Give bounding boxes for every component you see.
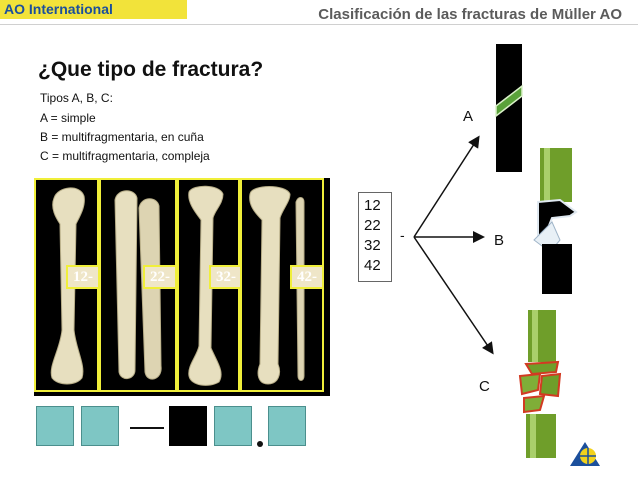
bone-label-22: 22-	[143, 265, 177, 289]
forearm-frame: 22-	[99, 178, 177, 392]
type-c-definition: C = multifragmentaria, compleja	[40, 149, 210, 163]
slide-title: Clasificación de las fracturas de Müller…	[318, 6, 622, 23]
tibia-image	[249, 186, 305, 385]
question-heading: ¿Que tipo de fractura?	[38, 58, 264, 81]
humerus-frame: 12-	[34, 178, 100, 392]
code-dash	[130, 427, 164, 429]
bone-label-42: 42-	[290, 265, 324, 289]
code-box-type	[169, 406, 207, 446]
segment-codes-box: 12 22 32 42	[358, 192, 392, 282]
ao-corner-logo	[570, 442, 600, 466]
code-box-segment	[81, 406, 119, 446]
code-22: 22	[364, 217, 381, 234]
header-logo-bar	[0, 0, 187, 19]
code-42: 42	[364, 257, 381, 274]
type-b-definition: B = multifragmentaria, en cuña	[40, 130, 204, 144]
arrow-to-c	[413, 236, 494, 355]
branch-label-b: B	[494, 232, 505, 249]
code-box-region	[36, 406, 74, 446]
logo-international: International	[25, 1, 113, 17]
fracture-type-b-image	[533, 148, 578, 294]
bone-label-12: 12-	[66, 265, 100, 289]
fracture-type-c-image	[518, 310, 562, 458]
code-dot	[257, 441, 263, 447]
branch-label-a: A	[463, 108, 474, 125]
tibia-frame: 42-	[240, 178, 324, 392]
code-box-group	[214, 406, 252, 446]
branch-label-c: C	[479, 378, 490, 395]
type-a-definition: A = simple	[40, 111, 96, 125]
ao-international-logo: AO International	[4, 1, 113, 17]
bone-label-32: 32-	[209, 265, 243, 289]
connector-dash: -	[400, 227, 405, 243]
fracture-type-a-image	[495, 44, 523, 172]
femur-image	[188, 185, 224, 386]
header-divider	[0, 24, 638, 25]
types-heading: Tipos A, B, C:	[40, 91, 113, 105]
logo-ao: AO	[4, 1, 25, 17]
femur-frame: 32-	[177, 178, 243, 392]
code-32: 32	[364, 237, 381, 254]
bone-segments-panel: 12- 22- 32- 42-	[34, 178, 330, 396]
code-box-subgroup	[268, 406, 306, 446]
branch-arrows	[413, 135, 494, 355]
arrow-to-a	[413, 135, 480, 238]
code-12: 12	[364, 197, 381, 214]
